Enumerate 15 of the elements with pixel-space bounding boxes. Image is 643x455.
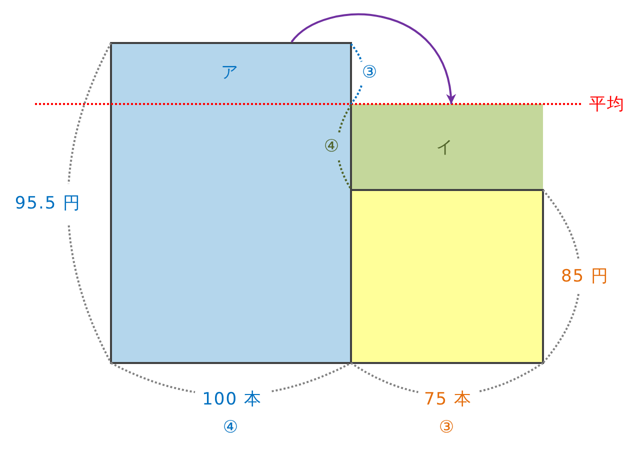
average-label: 平均 <box>589 96 625 114</box>
area-label: ア <box>221 64 239 82</box>
curved-arrow <box>290 14 456 104</box>
area-label: イ <box>436 138 454 158</box>
area-rectangle <box>352 104 543 189</box>
price-label: 95.5 円 <box>14 194 82 214</box>
area-rectangle <box>350 189 544 364</box>
ratio-label: ④ <box>222 418 240 438</box>
quantity-label: 100 本 <box>202 390 262 410</box>
price-label: 85 円 <box>560 268 610 286</box>
ratio-label: ③ <box>438 418 456 438</box>
quantity-label: 75 本 <box>424 390 472 410</box>
ratio-label: ③ <box>362 64 378 82</box>
ratio-label: ④ <box>324 138 340 156</box>
area-rectangle <box>110 42 352 364</box>
